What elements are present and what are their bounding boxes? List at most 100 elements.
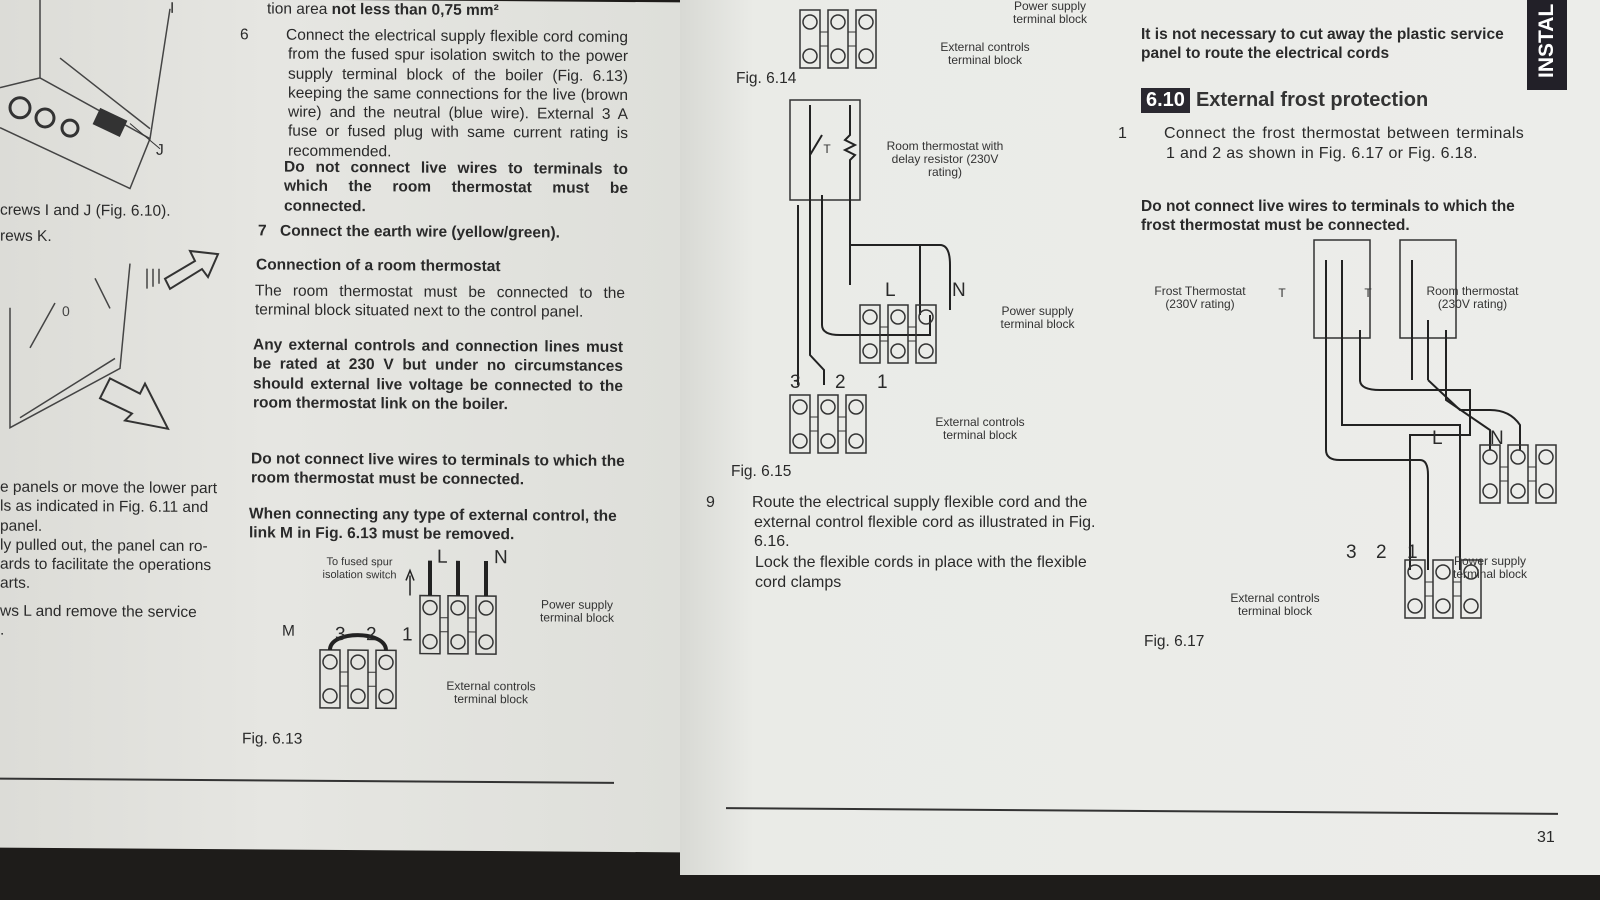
fused-spur-label: To fused spur isolation switch [322,555,397,582]
step-number: 9 [706,494,715,511]
screw [1463,598,1479,614]
fig-6-13-diagram [319,560,497,710]
screw [890,309,906,325]
t-label: T [1278,286,1286,300]
screw [848,433,864,449]
bridge [1452,581,1462,597]
link-m-label: M [282,622,295,640]
terminal-3-label: 3 [335,623,346,646]
screw [478,634,494,650]
screw [918,343,934,359]
bridge [809,416,819,432]
neutral-label: N [1490,428,1504,449]
frost-thermostat-label: Frost Thermostat (230V rating) [1154,284,1246,311]
side-text-line: ards to facilitate the operations [0,555,212,575]
external-controls-terminal-block [319,649,397,710]
screw [422,599,438,616]
side-text-line: e panels or move the lower part [0,478,218,498]
screw [862,343,878,359]
section-number: 6.10 [1141,88,1190,113]
wire [1427,379,1521,450]
note-text: It is not necessary to cut away the plas… [1141,26,1504,63]
screw [378,688,394,705]
link-m-warning: When connecting any type of external con… [249,505,617,544]
screw [848,399,864,415]
side-text-line: arts. [0,575,31,593]
page-number: 31 [1537,829,1555,846]
side-text-line: panel. [0,517,43,535]
figure-caption: Fig. 6.17 [1144,633,1205,650]
room-thermostat-box [789,99,861,201]
screw [792,399,808,415]
neutral-label: N [494,547,508,569]
screw [918,309,934,325]
screw [1407,598,1423,614]
screw [322,654,338,670]
screw [478,600,494,616]
step-text: Connect the electrical supply flexible c… [286,26,628,161]
screw [450,634,466,650]
screw [1482,483,1498,499]
live-label: L [437,546,448,568]
fig-6-17-diagram [1313,239,1557,619]
power-supply-label: Power supply terminal block [539,597,615,625]
screw [830,48,846,64]
external-controls-label: External controls terminal block [1230,591,1320,618]
bridge [467,617,477,633]
screw [1407,564,1423,580]
screw [450,600,466,616]
terminal-1-label: 1 [877,372,888,393]
bridge [907,326,917,342]
screw [830,14,846,30]
wire [809,285,825,385]
screw [378,654,394,671]
wire [850,244,951,310]
bridge [819,31,829,47]
side-text-line: rews K. [0,227,52,245]
side-text-block: e panels or move the lower part ls as in… [0,478,220,642]
bridge [847,31,857,47]
screw [350,688,366,704]
left-page: I J crews I and J (Fig. 6.10). rews K. 0… [0,0,680,853]
delay-resistor [842,105,858,285]
screw [1510,483,1526,499]
screw [862,309,878,325]
section-heading: 6.10 External frost protection [1141,88,1428,113]
screw [1463,564,1479,580]
fig-6-13: To fused spur isolation switch L N M 3 2… [0,0,680,748]
section-title: External frost protection [1195,89,1429,111]
room-thermostat-heading: Connection of a room thermostat [256,256,501,276]
wire [821,285,931,336]
external-controls-label: External controls terminal block [446,678,536,707]
wire [1359,330,1471,570]
screw [820,399,836,415]
terminal-1-label: 1 [402,624,413,646]
figure-caption: Fig. 6.13 [242,730,303,748]
screw [858,48,874,64]
side-text-line: ly pulled out, the panel can ro- [0,536,208,555]
screw [1538,449,1554,465]
fig-6-10-boiler-illustration [0,0,171,190]
step-9-lock-text: Lock the flexible cords in place with th… [755,554,1087,591]
page-rule [726,807,1558,815]
fig-6-14-diagram [799,9,877,69]
thermostat-switch [809,105,823,285]
terminal-3-label: 3 [1346,542,1357,563]
frost-warning: Do not connect live wires to terminals t… [1141,198,1515,235]
power-supply-label: Power supply terminal block [1000,304,1075,331]
step-number: 1 [1118,125,1128,142]
terminal-3-label: 3 [790,372,801,393]
external-controls-terminal-block [789,394,867,454]
external-controls-label: External controls terminal block [935,415,1025,442]
live-wires-warning: Do not connect live wires to terminals t… [251,450,625,489]
fig-label-j: J [156,141,164,159]
right-page: Power supply terminal block External con… [680,0,1600,875]
bridge [837,416,847,432]
terminal-2-label: 2 [366,624,377,646]
step-6-warning: Do not connect live wires to terminals t… [284,158,628,215]
external-controls-terminal-block [799,9,877,69]
wire [1325,260,1429,570]
